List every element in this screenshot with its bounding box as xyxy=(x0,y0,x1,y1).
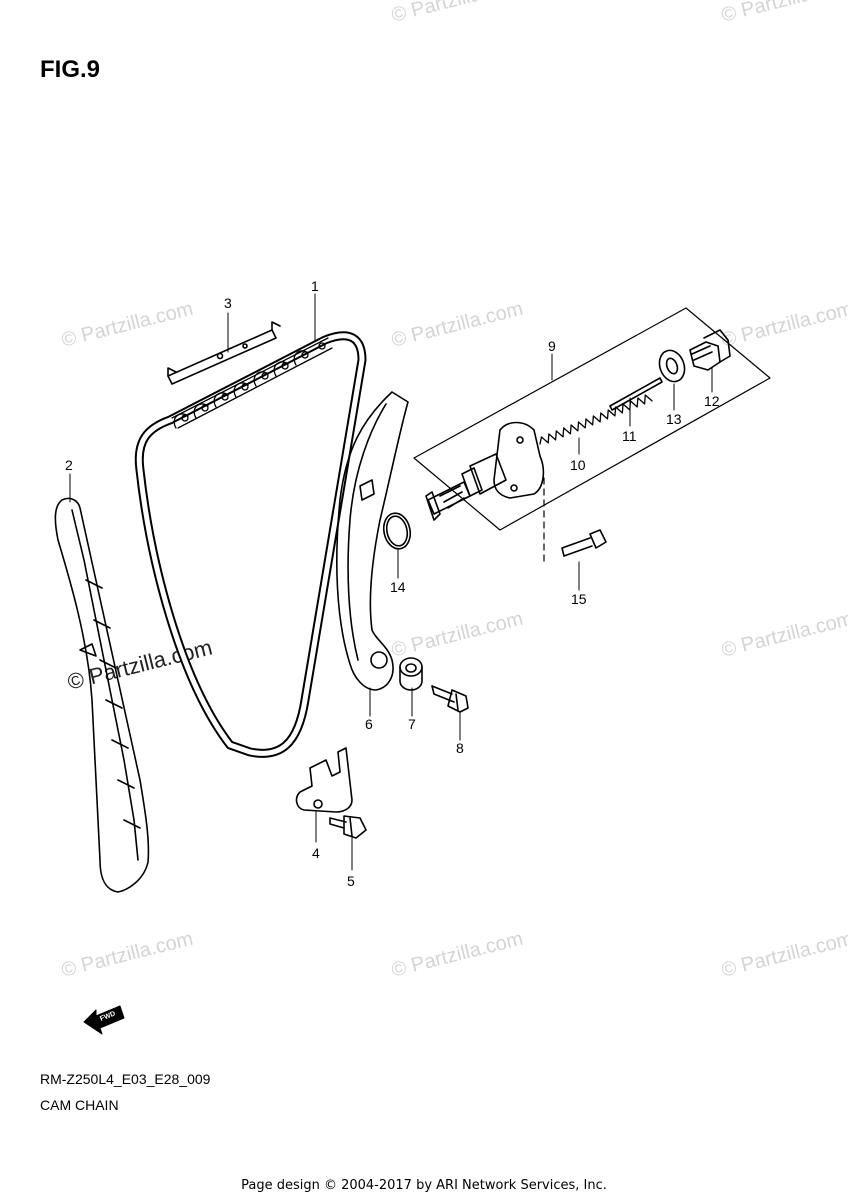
callout-11: 11 xyxy=(622,428,637,444)
tensioner-rod xyxy=(609,377,663,411)
callout-12: 12 xyxy=(704,393,720,409)
callout-6: 6 xyxy=(365,716,373,732)
callout-1: 1 xyxy=(311,278,319,294)
callout-2: 2 xyxy=(65,457,73,473)
callout-14: 14 xyxy=(390,579,406,595)
leader-lines xyxy=(69,293,713,871)
callout-15: 15 xyxy=(571,591,587,607)
chain-guide xyxy=(336,391,409,691)
callout-3: 3 xyxy=(224,295,232,311)
diagram-name: CAM CHAIN xyxy=(40,1097,119,1113)
chain-guide-plate xyxy=(167,321,281,385)
cam-chain xyxy=(134,331,367,758)
tensioner-body xyxy=(425,421,545,521)
callout-7: 7 xyxy=(408,716,416,732)
callout-10: 10 xyxy=(570,457,586,473)
chain-tensioner-guide xyxy=(54,497,150,893)
bolt-8 xyxy=(431,685,469,713)
callout-9: 9 xyxy=(548,338,556,354)
cap-bolt-12 xyxy=(689,329,731,371)
tensioner-assembly-box xyxy=(413,307,771,531)
page-credit: Page design © 2004-2017 by ARI Network S… xyxy=(241,1178,607,1193)
model-code: RM-Z250L4_E03_E28_009 xyxy=(40,1071,211,1087)
fwd-arrow-icon: FWD xyxy=(83,1005,125,1035)
guide-bracket xyxy=(295,747,353,813)
bolt-5 xyxy=(329,815,367,839)
callout-5: 5 xyxy=(347,873,355,889)
bolt-15 xyxy=(561,529,607,557)
gasket-13 xyxy=(658,349,686,383)
callout-4: 4 xyxy=(312,845,320,861)
washer xyxy=(399,657,423,691)
callout-13: 13 xyxy=(666,411,682,427)
callout-8: 8 xyxy=(456,740,464,756)
callouts: 1 2 3 4 5 6 7 8 9 10 11 12 13 14 15 xyxy=(65,278,720,889)
o-ring-14 xyxy=(382,512,412,550)
figure-title: FIG.9 xyxy=(40,56,101,83)
